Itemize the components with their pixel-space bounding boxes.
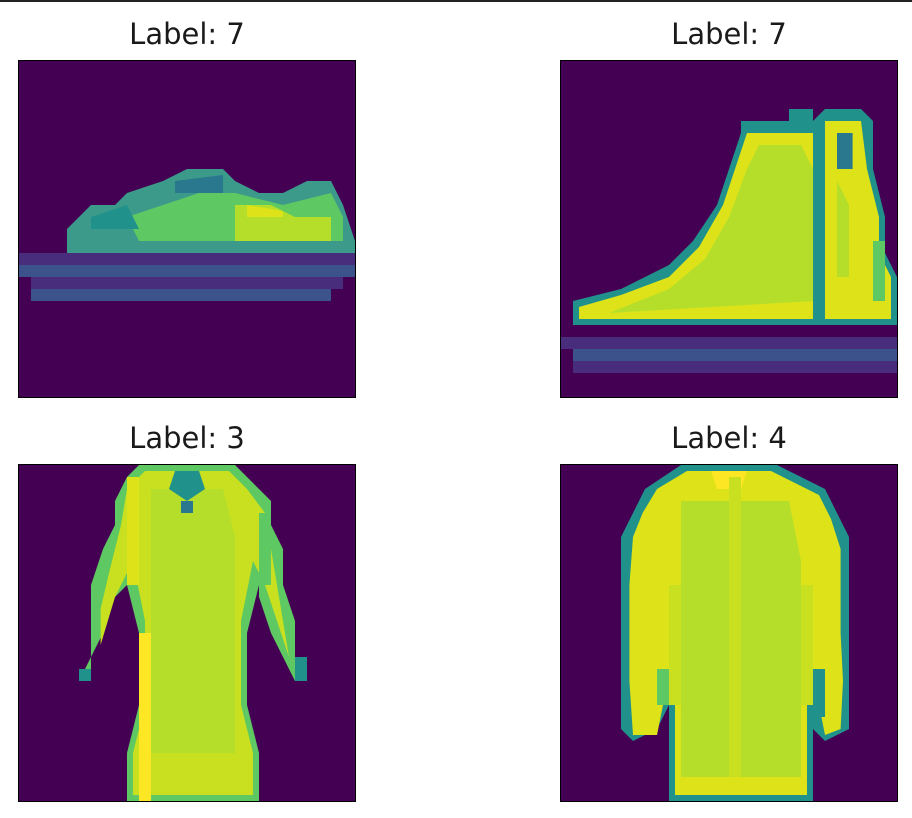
sneaker-image	[19, 61, 355, 397]
dress-image	[19, 465, 355, 801]
panel-title: Label: 7	[129, 17, 245, 51]
coat-image	[561, 465, 897, 801]
panel-title: Label: 7	[671, 17, 787, 51]
image-dress	[18, 464, 356, 802]
panel-title: Label: 4	[671, 421, 787, 455]
image-sneaker	[18, 60, 356, 398]
top-border	[0, 0, 912, 2]
panel-title: Label: 3	[129, 421, 245, 455]
ankle-boot-image	[561, 61, 897, 397]
image-ankle-boot	[560, 60, 898, 398]
image-coat	[560, 464, 898, 802]
